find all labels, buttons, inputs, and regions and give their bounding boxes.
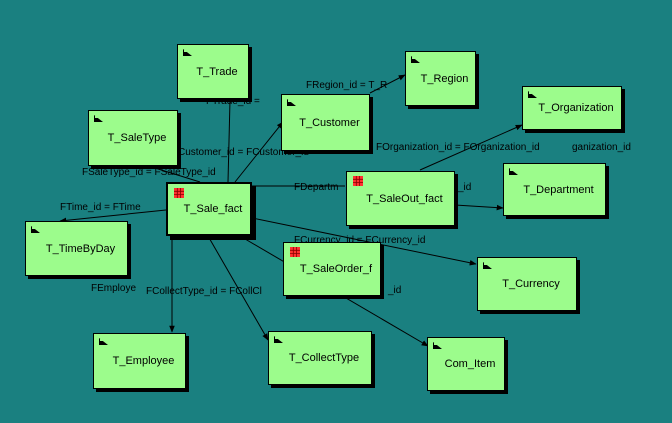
fact-table-icon xyxy=(353,176,363,186)
fact-table-icon xyxy=(290,247,300,257)
table-icon xyxy=(509,168,518,175)
node-t-timebyday[interactable]: T_TimeByDay xyxy=(25,221,128,276)
edge-label-org-suffix: ganization_id xyxy=(572,142,631,153)
table-icon xyxy=(433,342,442,349)
node-label: T_CollectType xyxy=(288,352,360,364)
node-label: T_SaleOut_fact xyxy=(366,192,443,205)
node-t-organization[interactable]: T_Organization xyxy=(522,86,622,130)
node-label: T_SaleType xyxy=(107,132,167,144)
edge-label-dept-id: _id xyxy=(458,182,472,193)
fact-table-icon xyxy=(174,188,184,198)
node-t-customer[interactable]: T_Customer xyxy=(281,94,370,151)
edge-sale-customer xyxy=(234,121,284,183)
edge-label-customer: Customer_id = FCustomer_id xyxy=(178,147,309,158)
table-icon xyxy=(287,99,296,106)
node-label: T_Trade xyxy=(196,65,238,78)
edge-sale-saletype xyxy=(154,167,201,183)
node-label: T_Sale_fact xyxy=(183,203,243,215)
node-label: T_Customer xyxy=(299,116,360,129)
node-label: T_TimeByDay xyxy=(45,242,116,255)
node-label: T_SaleOrder_f xyxy=(299,263,373,275)
edge-saleout-organization xyxy=(419,124,523,171)
edge-sale-currency xyxy=(251,217,477,266)
table-icon xyxy=(528,91,537,98)
node-t-collecttype[interactable]: T_CollectType xyxy=(268,331,372,385)
node-com-item[interactable]: Com_Item xyxy=(427,337,505,391)
edge-label-item-id: _id xyxy=(388,285,402,296)
edge-label-employee: FEmploye xyxy=(91,283,137,294)
table-icon xyxy=(183,49,192,56)
node-t-employee[interactable]: T_Employee xyxy=(93,333,186,389)
node-t-saleorder-f[interactable]: T_SaleOrder_f xyxy=(283,242,381,296)
edge-label-saletype: FSaleType_id = FSaleType_id xyxy=(82,167,216,178)
node-label: T_Currency xyxy=(502,278,560,290)
node-t-currency[interactable]: T_Currency xyxy=(477,257,577,311)
node-t-saletype[interactable]: T_SaleType xyxy=(88,110,178,166)
edge-label-trade: FTrade_id = xyxy=(206,96,260,107)
node-t-region[interactable]: T_Region xyxy=(405,51,476,106)
table-icon xyxy=(483,262,492,269)
edge-label-collecttype: FCollectType_id = FCollCl xyxy=(146,286,262,297)
edge-saleout-department xyxy=(454,204,504,211)
node-t-department[interactable]: T_Department xyxy=(503,163,606,216)
node-t-trade[interactable]: T_Trade xyxy=(177,44,249,99)
table-icon xyxy=(411,56,420,63)
table-icon xyxy=(99,338,108,345)
edge-sale-time xyxy=(59,209,167,224)
edge-sale-trade xyxy=(227,99,231,183)
table-icon xyxy=(274,336,283,343)
table-icon xyxy=(94,115,103,122)
node-t-saleout-fact[interactable]: T_SaleOut_fact xyxy=(346,171,455,226)
node-label: T_Region xyxy=(420,72,469,85)
node-label: T_Organization xyxy=(538,102,614,114)
node-t-sale-fact[interactable]: T_Sale_fact xyxy=(166,182,252,236)
table-icon xyxy=(31,226,40,233)
edge-label-organization: FOrganization_id = FOrganization_id xyxy=(376,142,540,153)
node-label: T_Employee xyxy=(112,355,175,367)
node-label: Com_Item xyxy=(444,358,496,370)
edge-label-region: FRegion_id = T_R xyxy=(306,80,388,91)
edge-label-department: FDepartm xyxy=(294,182,339,193)
edge-label-currency: FCurrency_id = FCurrency_id xyxy=(294,235,426,246)
edge-customer-region xyxy=(369,74,406,94)
node-label: T_Department xyxy=(523,183,594,196)
edge-sale-collecttype xyxy=(207,235,269,341)
edge-label-time: FTime_id = FTime xyxy=(60,202,141,213)
